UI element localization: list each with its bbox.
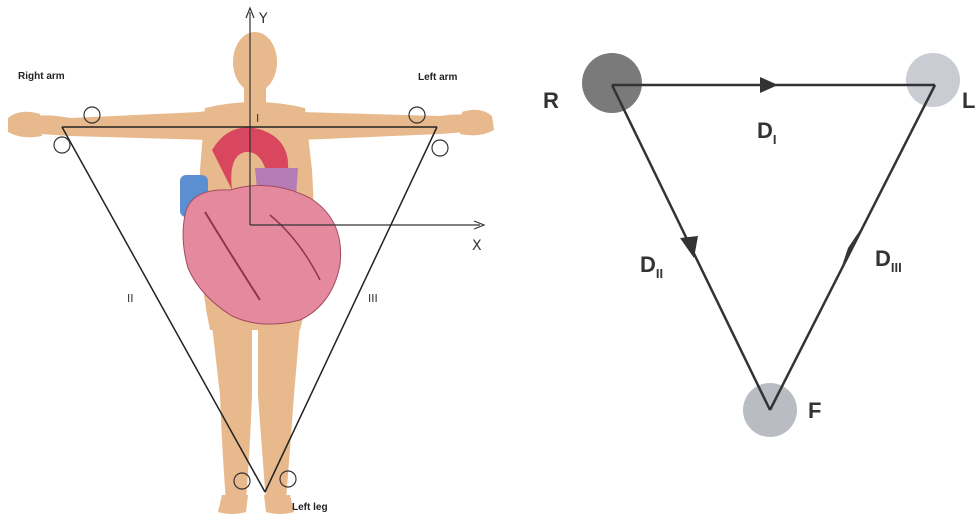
lead-D1-subscript: I xyxy=(773,132,777,147)
x-axis-label: X xyxy=(472,238,482,254)
electrode-left-arm-bottom xyxy=(432,140,448,156)
right-foot xyxy=(218,495,248,514)
electrode-right-arm-bottom xyxy=(54,137,70,153)
D3-edge xyxy=(770,85,935,410)
node-L-label: L xyxy=(962,88,975,113)
left-arm-label: Left arm xyxy=(418,72,458,83)
lead-D2-label: DII xyxy=(640,252,663,281)
lead-D3-label: DIII xyxy=(875,246,902,275)
left-hand xyxy=(460,110,494,136)
lead-D2-subscript: II xyxy=(656,266,663,281)
lead-D3-letter: D xyxy=(875,246,891,271)
lead-D3-subscript: III xyxy=(891,260,902,275)
left-foot xyxy=(264,495,294,514)
lead-II-label: II xyxy=(127,292,134,305)
body-head xyxy=(233,32,277,92)
lead-D1-label: DI xyxy=(757,118,777,147)
node-R-circle xyxy=(582,53,642,113)
D1-arrowhead xyxy=(760,77,778,93)
lead-D2-letter: D xyxy=(640,252,656,277)
y-axis-label: Y xyxy=(258,11,268,27)
lead-I-label: I xyxy=(256,112,259,125)
node-L-circle xyxy=(906,53,960,107)
right-arm-label: Right arm xyxy=(18,71,65,82)
body-right-leg xyxy=(212,325,252,502)
lead-D1-letter: D xyxy=(757,118,773,143)
node-F-label: F xyxy=(808,398,821,423)
node-R-label: R xyxy=(543,88,559,113)
right-hand xyxy=(8,112,42,138)
body-left-leg xyxy=(258,325,300,502)
left-leg-label: Left leg xyxy=(292,502,328,513)
lead-schematic: R L F DI DII DIII xyxy=(543,53,975,437)
lead-III-label: III xyxy=(368,292,378,305)
